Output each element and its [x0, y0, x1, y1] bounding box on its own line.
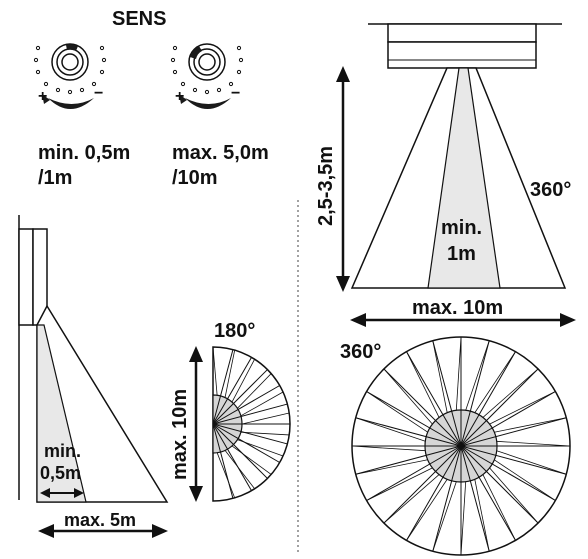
full-zigzag-line: [465, 340, 490, 411]
full-zigzag-line: [406, 479, 448, 541]
full-sector-line: [460, 368, 539, 447]
full-zigzag-line: [351, 445, 426, 452]
full-sector-line: [366, 391, 462, 447]
sens-title: SENS: [112, 8, 166, 30]
half-circle-pattern: [212, 346, 291, 502]
full-zigzag-line: [489, 467, 539, 524]
dial-min-plus: +: [38, 88, 47, 105]
half-sector-line: [212, 349, 234, 425]
full-zigzag-line: [366, 391, 428, 433]
wall-min-label-line1: min.: [44, 441, 81, 461]
full-sector-line: [355, 445, 462, 475]
full-sector-line: [460, 351, 516, 447]
full-sector-line: [366, 445, 462, 501]
full-sector-line: [460, 340, 490, 447]
full-zigzag-line: [366, 467, 433, 501]
half-zigzag-line: [237, 439, 284, 457]
wall-sensor: [18, 215, 48, 500]
full-sector-line: [432, 445, 462, 552]
dial-max-label-line1: max. 5,0m: [172, 142, 269, 164]
full-zigzag-line: [496, 450, 567, 475]
half-sector-line: [212, 357, 252, 425]
full-sector-line: [355, 417, 462, 447]
dial-min-label-line2: /1m: [38, 167, 72, 189]
full-zigzag-line: [474, 479, 490, 552]
dial-pointer-icon: [190, 46, 202, 59]
full-zigzag-line: [383, 474, 440, 524]
ceiling-width-label: max. 10m: [412, 297, 503, 319]
half-zigzag-line: [240, 391, 284, 417]
full-zigzag-line: [460, 481, 467, 556]
full-zigzag-line: [432, 481, 457, 552]
half-angle-label: 180°: [214, 320, 255, 342]
dial-min-minus: −: [94, 85, 103, 102]
full-sector-line: [460, 391, 556, 447]
half-zigzag-line: [216, 452, 236, 499]
full-sector-line: [406, 351, 462, 447]
half-zigzag-line: [231, 445, 272, 475]
half-sector-line: [212, 403, 288, 425]
full-sector-line: [432, 340, 462, 447]
sensitivity-dial-max: [170, 43, 244, 109]
wall-min-label-line2: 0,5m: [40, 463, 81, 483]
full-zigzag-line: [494, 417, 567, 433]
ceiling-angle-label: 360°: [530, 179, 571, 201]
full-zigzag-line: [432, 340, 448, 413]
height-label: 2,5-3,5m: [315, 146, 337, 226]
dial-max-plus: +: [175, 88, 184, 105]
ceiling-min-zone: [427, 67, 501, 289]
wall-min-zone: [36, 324, 87, 503]
full-zigzag-line: [489, 391, 556, 425]
full-zigzag-line: [494, 459, 556, 501]
half-zigzag-line: [224, 450, 255, 490]
dial-min-label-line1: min. 0,5m: [38, 142, 130, 164]
full-sector-line: [460, 445, 490, 552]
full-sector-line: [460, 445, 516, 541]
half-zigzag-line: [224, 350, 236, 398]
half-sector-line: [212, 423, 234, 499]
full-zigzag-line: [406, 351, 440, 418]
half-zigzag-line: [212, 346, 218, 396]
ceiling-min-label-line2: 1m: [447, 243, 476, 265]
dial-max-label-line2: /10m: [172, 167, 218, 189]
full-sector-line: [460, 445, 539, 524]
half-zigzag-line: [241, 412, 290, 425]
full-sector-line: [460, 417, 567, 447]
full-sector-line: [460, 445, 567, 475]
half-zigzag-line: [240, 431, 290, 436]
full-sector-line: [460, 445, 556, 501]
wall-width-label: max. 5m: [64, 510, 136, 530]
half-sector-line: [212, 423, 252, 491]
ceiling-sensor: [368, 23, 562, 69]
half-sector-line: [212, 423, 268, 479]
full-circle-pattern: [351, 336, 571, 556]
full-sector-line: [383, 368, 462, 447]
half-sector-line: [212, 369, 268, 425]
full-angle-label: 360°: [340, 341, 381, 363]
rotation-arrow-icon: [48, 98, 94, 109]
rotation-arrow-icon: [185, 98, 231, 109]
range-label: max. 10m: [169, 389, 191, 480]
half-sector-line: [212, 423, 288, 445]
sensitivity-dial-min: [33, 43, 107, 109]
full-sector-line: [383, 445, 462, 524]
ceiling-min-label-line1: min.: [441, 217, 482, 239]
full-zigzag-line: [455, 336, 462, 411]
full-zigzag-line: [355, 459, 428, 475]
full-zigzag-line: [482, 474, 516, 541]
dial-pointer-icon: [66, 44, 78, 51]
half-zigzag-line: [237, 373, 272, 409]
full-zigzag-line: [474, 351, 516, 413]
full-sector-line: [406, 445, 462, 541]
full-zigzag-line: [482, 368, 539, 418]
full-zigzag-line: [496, 440, 571, 447]
full-zigzag-line: [355, 417, 426, 442]
full-zigzag-line: [383, 368, 433, 425]
half-sector-line: [212, 385, 280, 425]
dial-max-minus: −: [231, 85, 240, 102]
half-zigzag-line: [231, 359, 255, 403]
